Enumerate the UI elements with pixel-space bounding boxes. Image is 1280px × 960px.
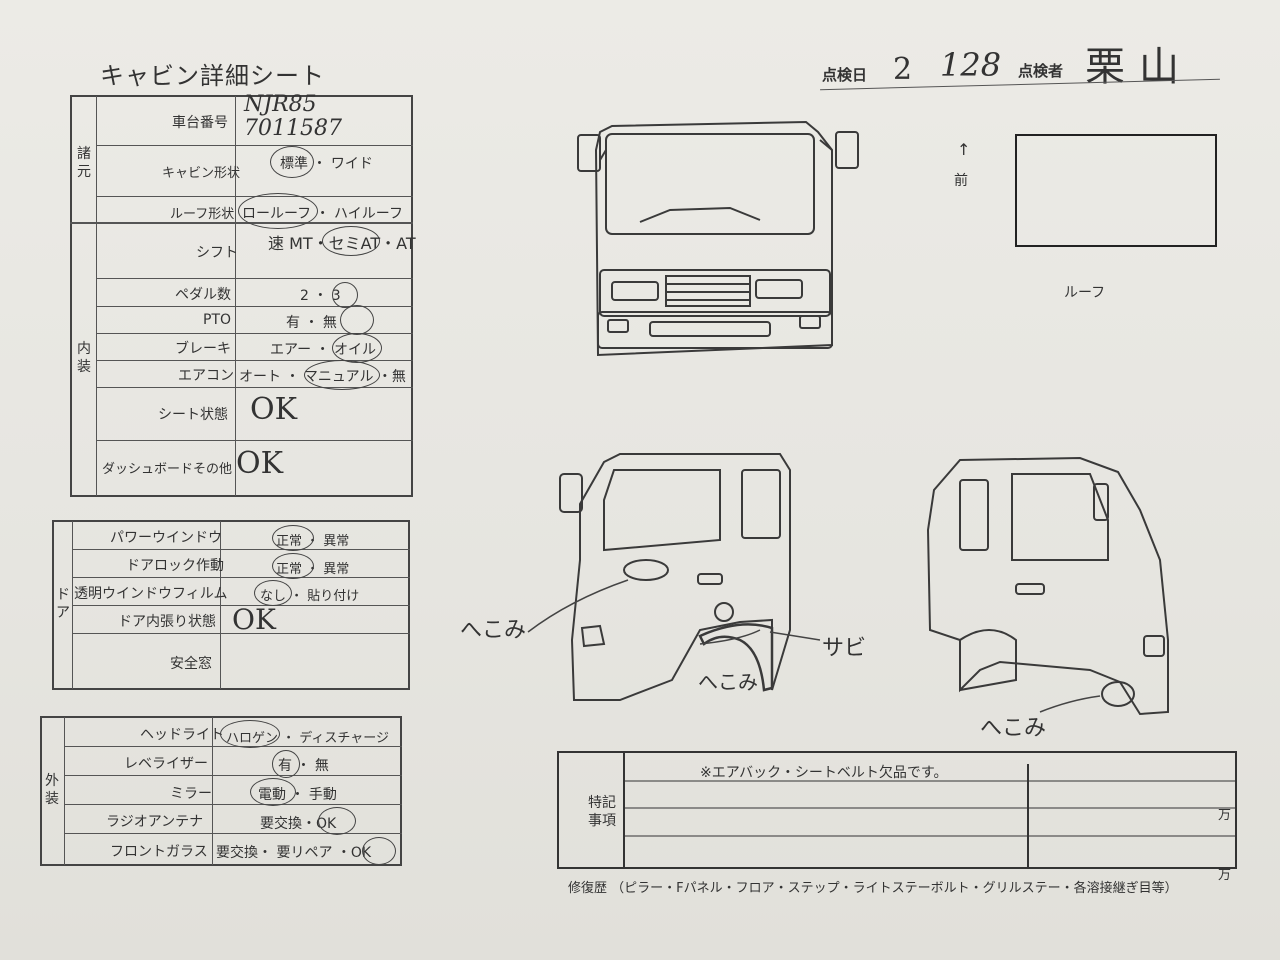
roof-shape-label: ルーフ形状	[170, 207, 235, 222]
safety-window-label: 安全窓	[170, 656, 212, 672]
aircon-circle	[304, 360, 380, 390]
truck-right-side-view	[926, 456, 1169, 716]
inspection-date-label: 点検日	[822, 66, 868, 84]
film-label: 透明ウインドウフィルム	[74, 586, 228, 602]
dent-note-left: へこみ	[460, 618, 527, 643]
interior-group-label: 内装	[77, 341, 91, 375]
mirror-label: ミラー	[170, 786, 212, 802]
pedal-circle	[332, 282, 358, 308]
roof-shape-circle	[238, 193, 318, 229]
chassis-value-2: 7011587	[244, 116, 342, 141]
antenna-options: 要交換・OK	[260, 816, 337, 832]
headlight-label: ヘッドライト	[140, 727, 224, 743]
remarks-box	[557, 751, 1237, 869]
truck-front-view	[577, 120, 859, 357]
pedal-label: ペダル数	[175, 287, 231, 303]
antenna-label: ラジオアンテナ	[106, 814, 204, 830]
inspector-label: 点検者	[1018, 62, 1064, 80]
repair-history: 修復歴 （ピラー・Fパネル・フロア・ステップ・ライトステーボルト・グリルステー・…	[568, 881, 1178, 896]
exterior-group-label: 外装	[45, 773, 59, 807]
windshield-circle	[362, 837, 396, 865]
trim-value: OK	[232, 603, 276, 636]
rust-note: サビ	[822, 636, 867, 661]
dash-label: ダッシュボードその他	[102, 462, 233, 477]
seat-value: OK	[250, 392, 298, 427]
dent-note-wheel: へこみ	[698, 670, 758, 694]
leveler-label: レベライザー	[124, 756, 208, 772]
windshield-label: フロントガラス	[110, 844, 208, 860]
truck-left-side-view	[559, 453, 791, 701]
trim-label: ドア内張り状態	[118, 614, 216, 630]
dent-note-right: へこみ	[980, 716, 1047, 741]
inspection-day: 128	[940, 46, 1002, 84]
front-label: 前	[954, 173, 968, 189]
windshield-options: 要交換・ 要リペア ・OK	[216, 845, 372, 861]
power-window-circle	[272, 525, 314, 551]
roof-box	[1015, 134, 1217, 247]
door-lock-label: ドアロック作動	[126, 558, 224, 574]
yen-unit-2: 万	[1218, 868, 1232, 883]
shift-label: シフト	[196, 245, 238, 261]
chassis-label: 車台番号	[172, 115, 228, 131]
remarks-note: ※エアバック・シートベルト欠品です。	[700, 765, 948, 781]
remarks-label-1: 特記	[588, 795, 616, 811]
dash-value: OK	[236, 446, 284, 481]
film-circle	[254, 580, 292, 606]
roof-label: ルーフ	[1064, 285, 1106, 301]
door-group-label: ドア	[56, 587, 70, 621]
specs-interior-table	[70, 95, 413, 497]
pto-label: PTO	[203, 312, 232, 328]
aircon-label: エアコン	[178, 368, 234, 384]
power-window-label: パワーウインドウ	[110, 530, 222, 546]
mirror-circle	[250, 778, 296, 806]
seat-label: シート状態	[158, 407, 228, 423]
leveler-circle	[272, 750, 300, 778]
door-lock-circle	[272, 553, 314, 579]
cab-shape-label: キャビン形状	[162, 166, 241, 181]
pto-options: 有 ・ 無	[286, 315, 337, 331]
pedal-options: 2 ・ 3	[300, 288, 341, 304]
inspection-month: 2	[893, 52, 913, 87]
antenna-circle	[318, 807, 356, 835]
cab-shape-circle	[270, 146, 314, 178]
yen-unit-1: 万	[1218, 808, 1232, 823]
headlight-circle	[220, 720, 280, 748]
brake-label: ブレーキ	[175, 341, 231, 357]
front-arrow-icon: ↑	[957, 140, 971, 159]
chassis-value-1: NJR85	[244, 92, 317, 117]
specs-group-label: 諸元	[77, 146, 91, 180]
shift-circle	[322, 226, 380, 256]
sheet-title: キャビン詳細シート	[100, 62, 325, 90]
annotation-lines	[527, 579, 1101, 713]
remarks-label-2: 事項	[588, 813, 616, 829]
exterior-table	[40, 716, 402, 866]
